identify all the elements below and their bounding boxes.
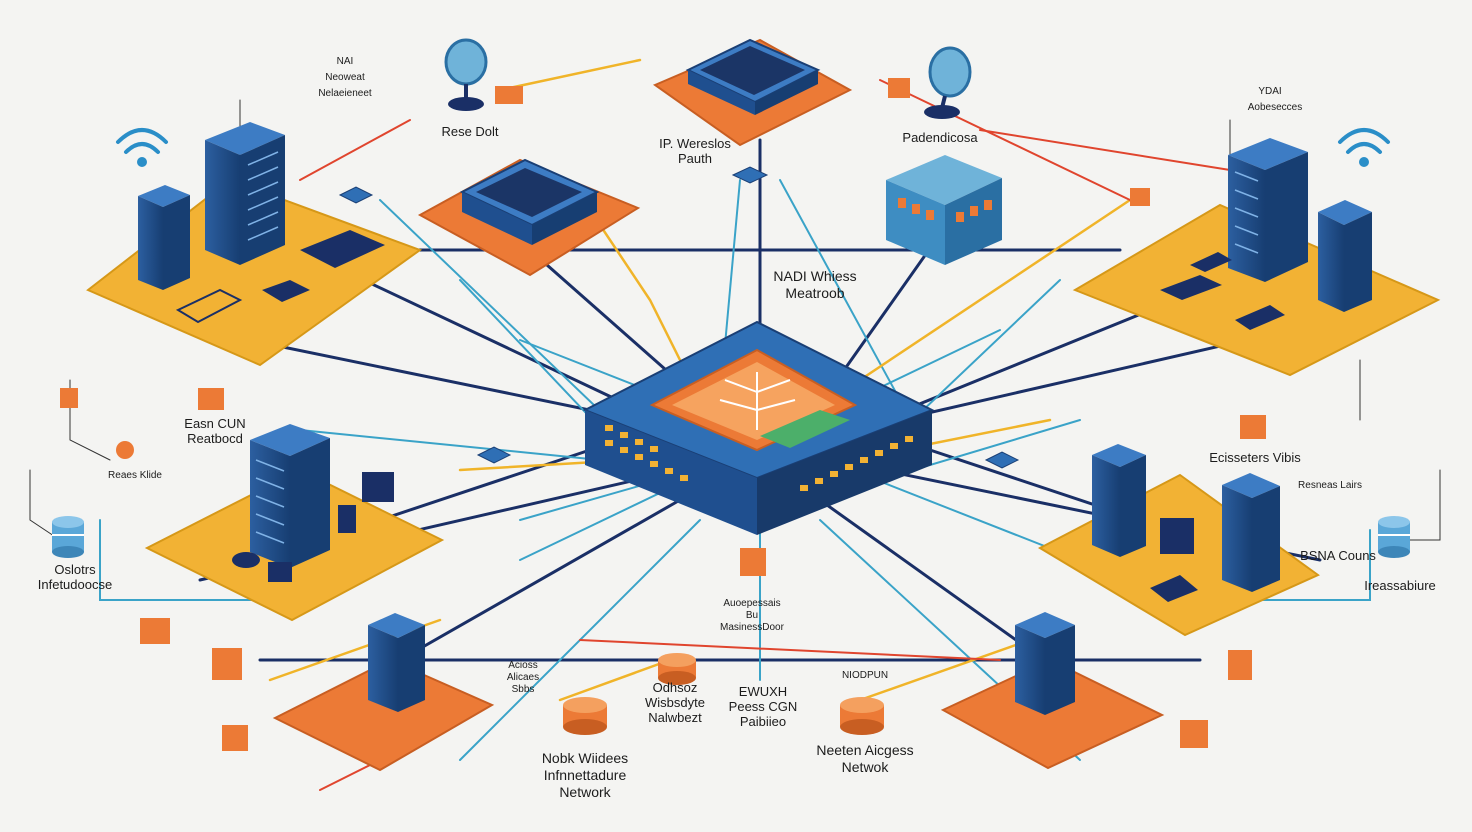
label-left-remote: Easn CUN Reatbocd (184, 416, 246, 446)
database-icon-right (1378, 516, 1410, 558)
server-rack-top-left-tall (205, 122, 285, 265)
platform-bottom-left (272, 658, 495, 772)
server-rack-bottom-right (1015, 612, 1075, 715)
central-switch-icon (582, 320, 935, 535)
label-bottom-center-2: EWUXH Peess CGN Paibiieo (728, 684, 798, 729)
label-mid-access-1: Acioss Alicaes Sbbs (506, 660, 540, 695)
server-rack-bottom-left (368, 613, 425, 712)
label-top-left-small-3: Nelaeieneet (318, 88, 372, 99)
building-icon (886, 155, 1002, 265)
server-rack-mid-right-2 (1222, 473, 1280, 592)
label-top-left-node: Rese Dolt (441, 124, 499, 139)
label-top-left-small-1: NAI (336, 56, 354, 67)
server-rack-top-right-tall (1228, 138, 1308, 282)
platform-devices (175, 230, 1285, 602)
server-rack-top-left-short (138, 185, 190, 290)
label-left-infra: Oslotrs Infetudoocse (37, 562, 113, 592)
label-top-left-small-2: Neoweat (325, 72, 365, 83)
label-bottom-left-title: Nobk Wiidees Infnnettadure Network (541, 750, 629, 800)
database-icon-left (52, 516, 84, 558)
label-top-right-title-2: Aobesecces (1247, 102, 1303, 113)
storage-cylinder-right (840, 697, 884, 735)
wifi-icon-right (1338, 128, 1390, 167)
satellite-dish-icon-right (924, 46, 972, 119)
satellite-dish-icon-left (444, 38, 488, 111)
server-rack-top-right-short (1318, 200, 1372, 312)
label-top-right-title-1: YDAI (1258, 86, 1282, 97)
label-bottom-right-title-1: NIODPUN (841, 670, 889, 681)
label-top-right-node: Padendicosa (902, 130, 978, 145)
label-bottom-right-title-2: Neeten Aicgess Netwok (816, 742, 914, 775)
platform-top-right (1072, 203, 1441, 377)
label-left-node-small: Reaes Klide (108, 470, 162, 481)
label-top-center-paths: IP. Wereslos Pauth (659, 136, 731, 166)
label-bottom-center-1: Odhsoz Wisbsdyte Nalwbezt (645, 680, 705, 725)
server-racks (138, 122, 1372, 715)
wifi-icon-left (116, 128, 168, 167)
server-rack-mid-left (250, 424, 330, 568)
label-center-wireless: NADI Whiess Meatroob (773, 268, 857, 301)
label-right-remote: Ecisseters Vibis (1209, 450, 1301, 465)
label-mid-access-2: Auoepessais Bu MasinessDoor (720, 598, 784, 633)
platform-bottom-right (940, 658, 1165, 770)
label-right-infra-2: Ireassabiure (1364, 578, 1436, 593)
upper-center-device (459, 158, 600, 245)
label-right-infra-1: BSNA Couns (1300, 548, 1376, 563)
label-right-node-small: Resneas Lairs (1298, 480, 1362, 491)
storage-cylinder-center (658, 653, 696, 685)
router-icon (338, 166, 1020, 469)
server-rack-mid-right-1 (1092, 444, 1146, 557)
storage-cylinder-left (563, 697, 607, 735)
top-center-device (685, 38, 821, 115)
accent-devices (60, 78, 1266, 751)
